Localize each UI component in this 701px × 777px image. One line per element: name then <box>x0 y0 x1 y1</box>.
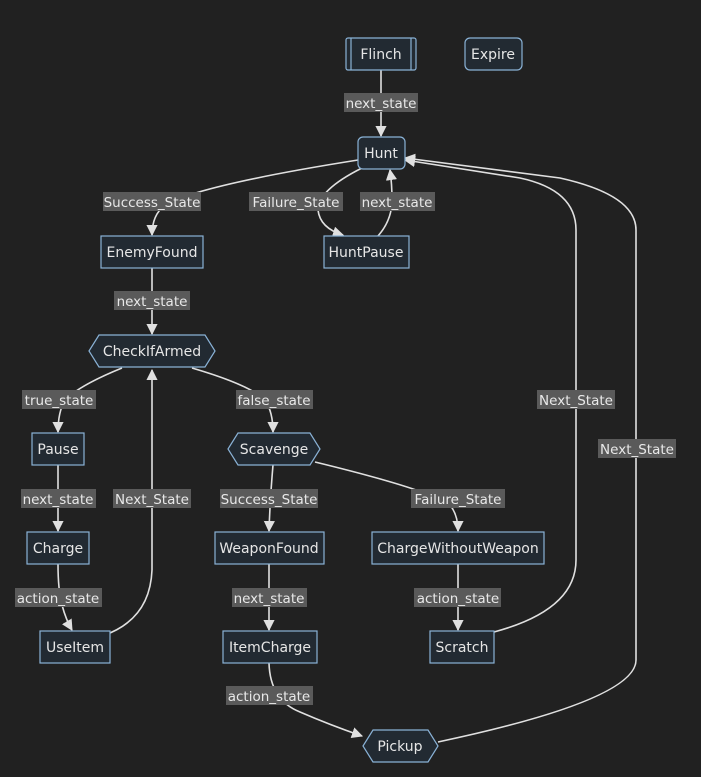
edge-scratch-hunt <box>403 156 577 633</box>
node-label: UseItem <box>46 640 104 656</box>
edge-itemcharge-pickup <box>268 662 364 739</box>
edge-label-text: Failure_State <box>415 492 502 508</box>
node-weapon-found[interactable]: WeaponFound <box>214 531 325 565</box>
node-label: EnemyFound <box>106 245 197 261</box>
node-flinch[interactable]: Flinch <box>345 37 417 71</box>
node-label: HuntPause <box>329 245 404 261</box>
node-check-if-armed[interactable]: CheckIfArmed <box>88 334 216 368</box>
edge-label-huntpause-hunt: next_state <box>360 192 435 211</box>
edge-label-useitem-check: Next_State <box>113 489 191 508</box>
edge-label-text: next_state <box>346 96 417 112</box>
edge-label-text: Success_State <box>104 195 201 211</box>
edge-label-text: Next_State <box>539 393 613 409</box>
node-charge-without-weapon[interactable]: ChargeWithoutWeapon <box>371 531 545 565</box>
edge-label-itemcharge-pickup: action_state <box>226 686 313 705</box>
node-label: Pickup <box>377 739 422 755</box>
edge-label-hunt-enemyfound: Success_State <box>103 192 201 211</box>
edge-label-pickup-hunt: Next_State <box>598 439 676 458</box>
node-charge[interactable]: Charge <box>26 531 90 565</box>
node-label: CheckIfArmed <box>103 344 201 360</box>
node-label: Pause <box>37 442 78 458</box>
edge-label-enemyfound-check: next_state <box>114 291 190 310</box>
node-label: ChargeWithoutWeapon <box>377 541 539 557</box>
node-pickup[interactable]: Pickup <box>362 729 439 763</box>
edge-useitem-check <box>101 368 158 637</box>
node-hunt-pause[interactable]: HuntPause <box>323 235 410 269</box>
edge-label-charge-useitem: action_state <box>15 588 102 607</box>
node-enemy-found[interactable]: EnemyFound <box>100 235 204 269</box>
edge-label-scavenge-chargewithout: Failure_State <box>411 489 505 508</box>
edge-label-hunt-huntpause: Failure_State <box>249 192 343 211</box>
edge-label-check-pause: true_state <box>22 390 96 409</box>
edge-label-scavenge-weaponfound: Success_State <box>220 489 318 508</box>
edge-label-text: next_state <box>23 492 94 508</box>
node-label: Flinch <box>360 47 401 63</box>
node-label: ItemCharge <box>229 640 311 656</box>
edge-label-text: action_state <box>417 591 500 607</box>
edge-label-text: Success_State <box>221 492 318 508</box>
node-label: Expire <box>471 47 515 63</box>
edge-label-text: next_state <box>362 195 433 211</box>
node-label: Scavenge <box>240 442 308 458</box>
node-scavenge[interactable]: Scavenge <box>227 432 321 466</box>
edge-pickup-hunt <box>403 153 637 743</box>
edge-label-text: action_state <box>228 689 311 705</box>
edge-label-text: Failure_State <box>253 195 340 211</box>
node-expire[interactable]: Expire <box>464 37 523 71</box>
edge-label-text: Next_State <box>115 492 189 508</box>
node-pause[interactable]: Pause <box>31 432 85 466</box>
node-hunt[interactable]: Hunt <box>357 136 406 170</box>
edge-label-text: next_state <box>117 294 188 310</box>
edge-label-check-scavenge: false_state <box>236 390 313 409</box>
edge-labels: next_state Success_State Failure_State n… <box>15 93 676 705</box>
node-label: Hunt <box>364 146 398 162</box>
edge-label-flinch-hunt: next_state <box>344 93 418 112</box>
edge-label-scratch-hunt: Next_State <box>537 390 615 409</box>
node-label: WeaponFound <box>219 541 318 557</box>
edge-label-text: action_state <box>17 591 100 607</box>
edge-label-pause-charge: next_state <box>21 489 96 508</box>
edge-label-chargewithout-scratch: action_state <box>414 588 501 607</box>
edge-label-weaponfound-itemcharge: next_state <box>232 588 307 607</box>
edge-label-text: next_state <box>234 591 305 607</box>
node-label: Charge <box>33 541 83 557</box>
edge-label-text: true_state <box>25 393 94 409</box>
node-use-item[interactable]: UseItem <box>39 630 111 664</box>
nodes: Flinch Expire Hunt EnemyFound HuntPause … <box>26 37 545 763</box>
node-item-charge[interactable]: ItemCharge <box>222 630 318 664</box>
edge-label-text: Next_State <box>600 442 674 458</box>
node-label: Scratch <box>436 640 489 656</box>
edge-label-text: false_state <box>237 393 310 409</box>
node-scratch[interactable]: Scratch <box>429 630 495 664</box>
